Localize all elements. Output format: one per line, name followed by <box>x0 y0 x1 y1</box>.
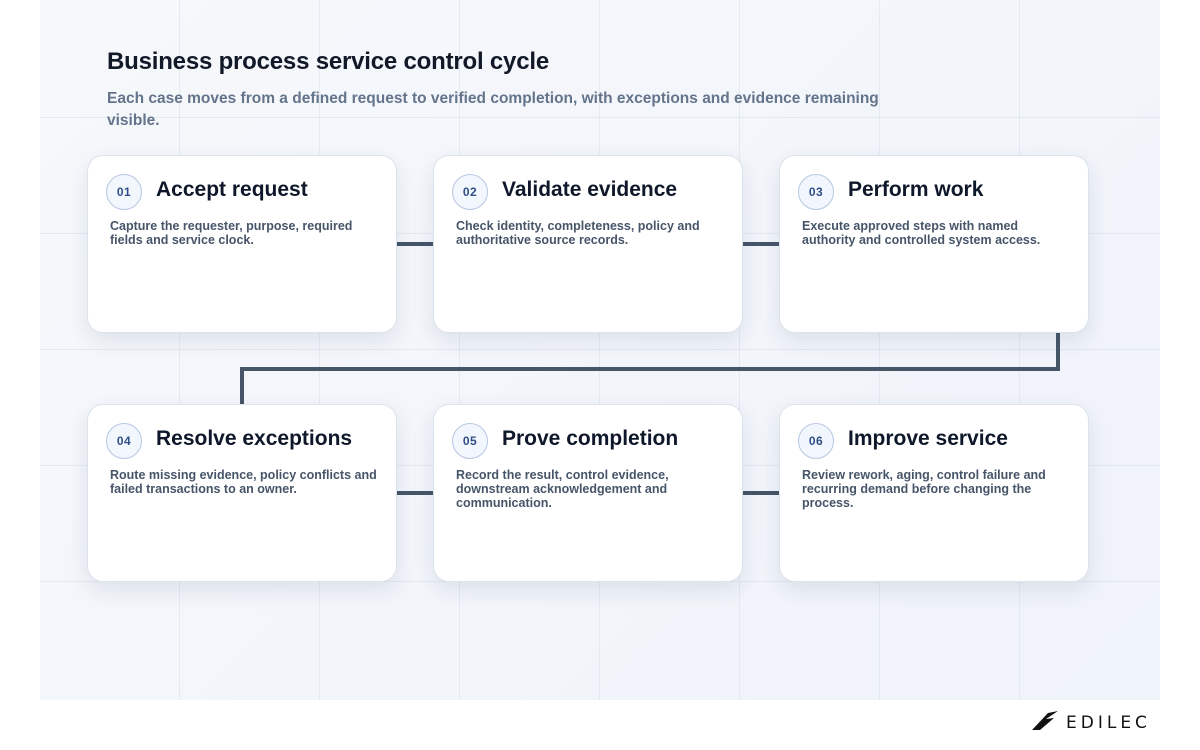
grid-line <box>459 0 460 700</box>
step-number-badge: 03 <box>798 174 834 210</box>
connector-03-04-down <box>1056 333 1060 371</box>
connector-04-05 <box>397 491 433 495</box>
step-card-06: 06 Improve service Review rework, aging,… <box>779 404 1089 582</box>
step-number-badge: 06 <box>798 423 834 459</box>
step-card-05: 05 Prove completion Record the result, c… <box>433 404 743 582</box>
step-title: Resolve exceptions <box>156 427 353 450</box>
step-card-01: 01 Accept request Capture the requester,… <box>87 155 397 333</box>
step-number-badge: 01 <box>106 174 142 210</box>
step-description: Review rework, aging, control failure an… <box>802 468 1046 510</box>
grid-line <box>40 117 1160 118</box>
step-description: Record the result, control evidence, dow… <box>456 468 669 510</box>
connector-05-06 <box>743 491 779 495</box>
step-description: Route missing evidence, policy conflicts… <box>110 468 377 496</box>
step-description: Capture the requester, purpose, required… <box>110 219 353 247</box>
grid-line <box>319 0 320 700</box>
grid-line <box>1019 0 1020 700</box>
grid-line <box>179 0 180 700</box>
connector-03-04-drop <box>240 367 244 405</box>
step-card-03: 03 Perform work Execute approved steps w… <box>779 155 1089 333</box>
brand-logo-text: EDILEC <box>1066 713 1151 733</box>
step-number-badge: 04 <box>106 423 142 459</box>
diagram-canvas <box>40 0 1160 700</box>
brand-logo: EDILEC <box>1030 710 1151 736</box>
step-title: Perform work <box>848 178 984 201</box>
connector-01-02 <box>397 242 433 246</box>
step-title: Accept request <box>156 178 308 201</box>
grid-line <box>879 0 880 700</box>
connector-03-04-across <box>240 367 1060 371</box>
grid-line <box>739 0 740 700</box>
step-card-04: 04 Resolve exceptions Route missing evid… <box>87 404 397 582</box>
grid-line <box>40 349 1160 350</box>
step-title: Improve service <box>848 427 1008 450</box>
step-card-02: 02 Validate evidence Check identity, com… <box>433 155 743 333</box>
connector-02-03 <box>743 242 779 246</box>
step-title: Prove completion <box>502 427 679 450</box>
step-description: Execute approved steps with named author… <box>802 219 1041 247</box>
wing-icon <box>1030 710 1060 737</box>
grid-line <box>599 0 600 700</box>
step-number-badge: 02 <box>452 174 488 210</box>
step-number-badge: 05 <box>452 423 488 459</box>
diagram-title: Business process service control cycle <box>107 48 549 75</box>
step-title: Validate evidence <box>502 178 678 201</box>
diagram-subtitle: Each case moves from a defined request t… <box>107 90 879 129</box>
step-description: Check identity, completeness, policy and… <box>456 219 700 247</box>
